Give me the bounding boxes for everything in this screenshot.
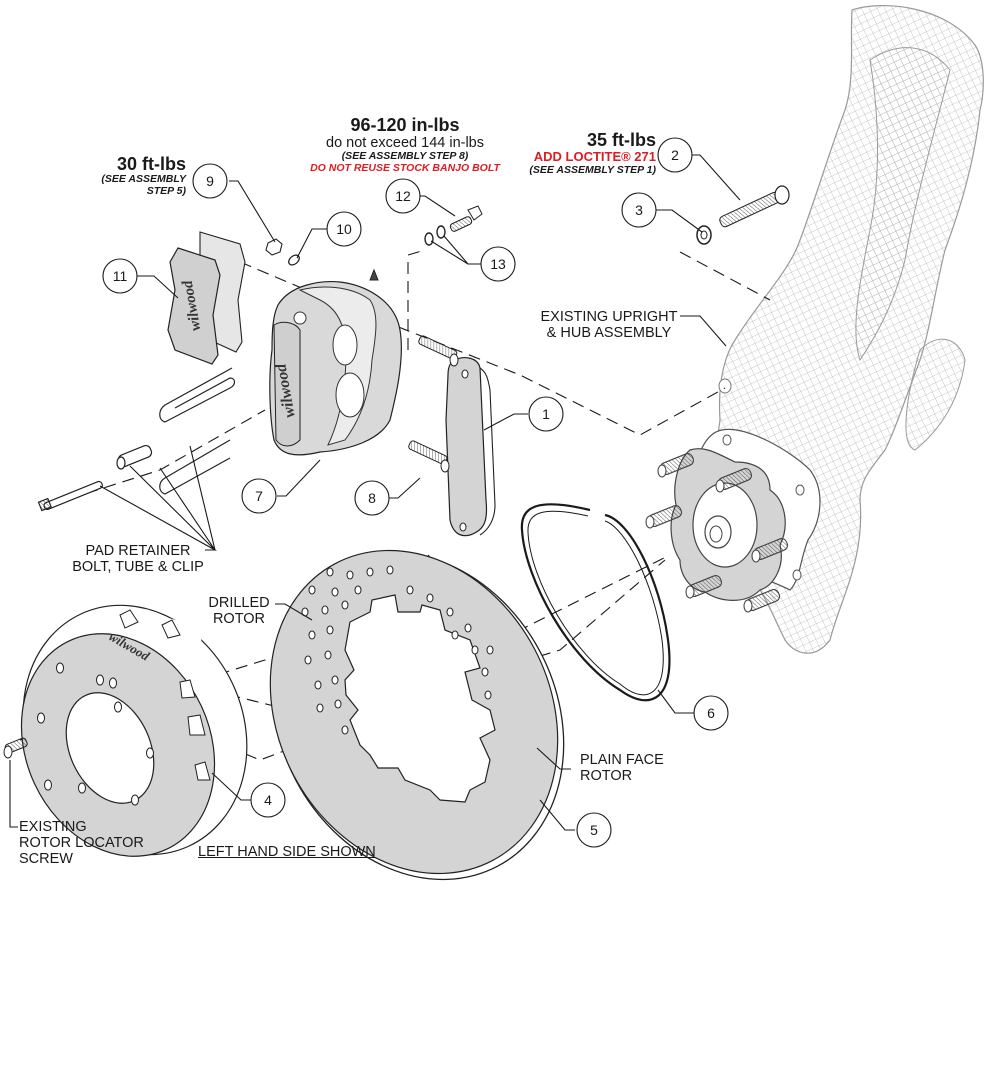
hub xyxy=(645,428,821,613)
callout-5[interactable]: 5 xyxy=(576,812,612,848)
torque-warning: DO NOT REUSE STOCK BANJO BOLT xyxy=(310,162,500,175)
retaining-ring xyxy=(520,503,671,702)
callout-2[interactable]: 2 xyxy=(657,137,693,173)
callout-number: 7 xyxy=(255,488,263,504)
hub-nut-center xyxy=(709,525,723,543)
pad-retainer-label: PAD RETAINER BOLT, TUBE & CLIP xyxy=(66,543,210,575)
banjo-bolt xyxy=(449,205,483,232)
upright-label-line1: EXISTING UPRIGHT xyxy=(540,309,678,325)
side-shown-note: LEFT HAND SIDE SHOWN xyxy=(198,844,376,860)
callout-11[interactable]: 11 xyxy=(102,258,138,294)
caliper-nut xyxy=(265,238,283,256)
callout-number: 4 xyxy=(264,792,272,808)
wheel-stud xyxy=(685,575,723,599)
caliper: wilwood xyxy=(269,268,402,456)
brake-pads: wilwood xyxy=(167,231,246,365)
callout-number: 13 xyxy=(490,256,506,272)
rotor-hat-tabs xyxy=(119,609,211,781)
callout-4[interactable]: 4 xyxy=(250,782,286,818)
torque-note: STEP 5) xyxy=(146,184,186,197)
callout-3[interactable]: 3 xyxy=(621,192,657,228)
torque-value: 30 ft-lbs xyxy=(116,154,186,174)
hub-bolt xyxy=(795,484,805,496)
torque-spec-item12: 96-120 in-lbs do not exceed 144 in-lbs (… xyxy=(300,115,510,175)
pad-retainer-label-line1: PAD RETAINER xyxy=(85,543,191,559)
caliper-bracket xyxy=(445,357,496,537)
pad-retainer-label-line2: BOLT, TUBE & CLIP xyxy=(72,559,204,576)
drilled-rotor-label-line1: DRILLED xyxy=(208,595,270,611)
callout-number: 12 xyxy=(395,188,411,204)
callout-7[interactable]: 7 xyxy=(241,478,277,514)
rotor-drilled-holes xyxy=(301,565,494,735)
caliper-mounting-studs xyxy=(408,335,459,473)
callout-number: 10 xyxy=(336,221,352,237)
locator-label-line1: EXISTING xyxy=(19,819,87,835)
caliper-mounting-stud xyxy=(418,335,459,367)
callout-6[interactable]: 6 xyxy=(693,695,729,731)
hub-bolt xyxy=(722,434,732,446)
callout-9[interactable]: 9 xyxy=(192,163,228,199)
plain-rotor-label-line2: ROTOR xyxy=(580,768,633,785)
upright-label-line2: & HUB ASSEMBLY xyxy=(546,325,672,342)
torque-note: (SEE ASSEMBLY xyxy=(101,173,186,186)
callout-number: 2 xyxy=(671,147,679,163)
retainer-bolt xyxy=(37,480,103,512)
callout-number: 6 xyxy=(707,705,715,721)
bracket-bolt xyxy=(719,185,790,228)
retainer-clip xyxy=(159,439,231,495)
callout-12[interactable]: 12 xyxy=(385,178,421,214)
rotor xyxy=(269,549,565,881)
callout-number: 11 xyxy=(113,268,128,284)
callout-number: 3 xyxy=(635,202,643,218)
callout-10[interactable]: 10 xyxy=(326,211,362,247)
wheel-stud xyxy=(751,538,789,563)
bracket-washer xyxy=(696,225,712,245)
callout-13[interactable]: 13 xyxy=(480,246,516,282)
rotor-inner-bore xyxy=(344,594,496,803)
hub-bolt xyxy=(792,569,802,581)
wheel-studs xyxy=(645,453,789,613)
callout-number: 9 xyxy=(206,173,214,189)
torque-spec-item2: 35 ft-lbs ADD LOCTITE® 271 (SEE ASSEMBLY… xyxy=(529,130,656,176)
upright-label: EXISTING UPRIGHT & HUB ASSEMBLY xyxy=(538,309,680,341)
callout-number: 5 xyxy=(590,822,598,838)
torque-warning: ADD LOCTITE® 271 xyxy=(533,149,656,165)
rotor-locator-screw xyxy=(3,737,28,759)
wheel-stud xyxy=(715,468,753,493)
torque-value: 35 ft-lbs xyxy=(586,130,656,150)
drilled-rotor-label: DRILLED ROTOR xyxy=(203,595,275,627)
torque-note: (SEE ASSEMBLY STEP 8) xyxy=(341,150,469,163)
caliper-mounting-stud xyxy=(408,440,450,473)
wheel-stud xyxy=(657,453,695,478)
drilled-rotor-label-line2: ROTOR xyxy=(212,611,266,628)
torque-spec-item9: 30 ft-lbs (SEE ASSEMBLY STEP 5) xyxy=(101,154,186,198)
locator-screw-label: EXISTING ROTOR LOCATOR SCREW xyxy=(19,819,144,868)
retainer-clip xyxy=(159,367,236,423)
wheel-stud xyxy=(743,589,781,613)
plain-rotor-label-line1: PLAIN FACE xyxy=(580,752,664,768)
banjo-crush-washers xyxy=(424,225,446,246)
rotor-hat: wilwood xyxy=(20,604,248,857)
rotor-hat-holes xyxy=(37,662,154,806)
upright-bolt-hole xyxy=(718,378,732,394)
callout-8[interactable]: 8 xyxy=(354,480,390,516)
callout-number: 1 xyxy=(542,406,550,422)
torque-value: 96-120 in-lbs xyxy=(350,115,460,135)
wheel-stud xyxy=(645,505,683,529)
torque-limit: do not exceed 144 in-lbs xyxy=(326,135,484,152)
retainer-tube xyxy=(116,444,153,470)
callout-circles: 1 2 3 4 5 6 7 8 9 10 11 12 13 xyxy=(102,137,729,848)
torque-note: (SEE ASSEMBLY STEP 1) xyxy=(529,163,656,176)
upright-arm-inner xyxy=(855,47,951,362)
callout-1[interactable]: 1 xyxy=(528,396,564,432)
upright-lower-arm xyxy=(905,338,966,451)
locator-label-line3: SCREW xyxy=(19,851,73,868)
callout-number: 8 xyxy=(368,490,376,506)
pad-retainer-hardware xyxy=(37,367,236,512)
locator-label-line2: ROTOR LOCATOR xyxy=(19,835,144,852)
plain-rotor-label: PLAIN FACE ROTOR xyxy=(580,752,664,784)
